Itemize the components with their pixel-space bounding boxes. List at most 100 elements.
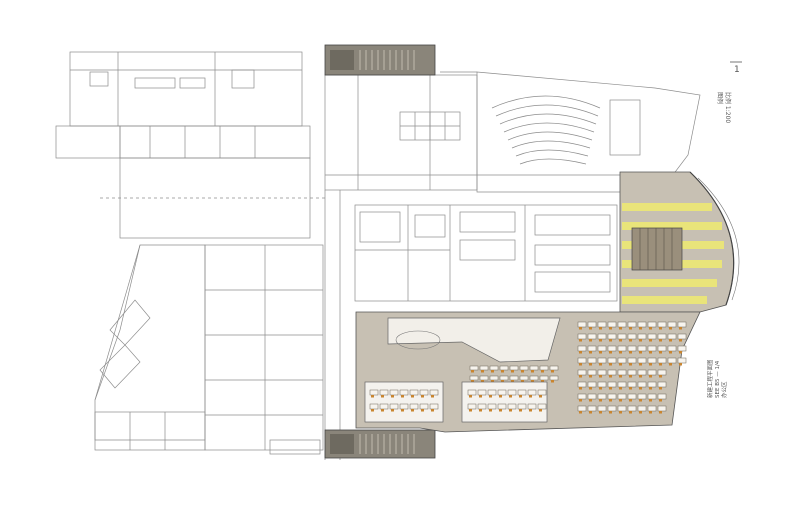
desk: [577, 405, 587, 412]
chair: [579, 387, 582, 390]
chair: [521, 380, 524, 383]
chair: [629, 327, 632, 330]
chair: [609, 327, 612, 330]
chair: [589, 351, 592, 354]
west-entry-room: [55, 125, 121, 159]
desk: [617, 369, 627, 376]
chair: [619, 375, 622, 378]
chair: [629, 387, 632, 390]
desk: [667, 345, 677, 352]
north-arrow-icon: 1: [730, 61, 742, 75]
auditorium: [440, 71, 701, 193]
desk: [637, 369, 647, 376]
desk: [499, 365, 509, 371]
chair: [639, 375, 642, 378]
central-lounge: [387, 317, 561, 363]
chair: [599, 339, 602, 342]
desk: [577, 393, 587, 400]
desk: [509, 375, 519, 381]
desk: [657, 393, 667, 400]
chair: [639, 387, 642, 390]
chair: [431, 409, 434, 412]
chair: [639, 411, 642, 414]
chair: [659, 399, 662, 402]
desk: [467, 403, 477, 410]
chair: [551, 380, 554, 383]
chair: [519, 395, 522, 398]
desk: [399, 389, 409, 396]
desk: [617, 381, 627, 388]
chair: [521, 370, 524, 373]
chair: [501, 370, 504, 373]
workroom-left: [364, 381, 444, 423]
desk: [637, 393, 647, 400]
chair: [489, 395, 492, 398]
chair: [421, 409, 424, 412]
desk: [627, 393, 637, 400]
desk: [577, 381, 587, 388]
chair: [371, 395, 374, 398]
desk: [587, 345, 597, 352]
chair: [659, 339, 662, 342]
desk: [477, 389, 487, 396]
desk: [577, 369, 587, 376]
chair: [431, 395, 434, 398]
chair: [401, 395, 404, 398]
desk: [587, 393, 597, 400]
desk: [647, 321, 657, 328]
chair: [609, 387, 612, 390]
chair: [471, 370, 474, 373]
desk: [577, 345, 587, 352]
chair: [491, 380, 494, 383]
desk: [519, 365, 529, 371]
chair: [519, 409, 522, 412]
desk: [537, 389, 547, 396]
chair: [589, 411, 592, 414]
desk-rows-east: [577, 321, 687, 414]
chair: [619, 351, 622, 354]
desk: [497, 389, 507, 396]
stair-core-bottom: [324, 429, 436, 459]
desk: [627, 357, 637, 364]
desk: [489, 365, 499, 371]
desk: [627, 369, 637, 376]
desk: [399, 403, 409, 410]
desk: [409, 403, 419, 410]
desk: [429, 389, 439, 396]
chair: [619, 339, 622, 342]
chair: [649, 351, 652, 354]
desk: [519, 375, 529, 381]
chair: [421, 395, 424, 398]
chair: [501, 380, 504, 383]
chair: [371, 409, 374, 412]
chair: [579, 351, 582, 354]
desk: [597, 321, 607, 328]
desk: [637, 381, 647, 388]
desk: [369, 389, 379, 396]
desk: [489, 375, 499, 381]
chair: [649, 411, 652, 414]
desk-rows-middle: [469, 365, 559, 383]
desk: [517, 389, 527, 396]
chair: [599, 351, 602, 354]
chair: [589, 363, 592, 366]
desk: [487, 403, 497, 410]
desk: [597, 381, 607, 388]
desk: [539, 375, 549, 381]
chair: [579, 327, 582, 330]
west-lab-row: [119, 125, 311, 159]
desk: [627, 381, 637, 388]
desk: [539, 365, 549, 371]
chair: [531, 380, 534, 383]
desk: [677, 345, 687, 352]
chair: [629, 339, 632, 342]
desk: [477, 403, 487, 410]
chair: [469, 409, 472, 412]
chair: [511, 380, 514, 383]
chair: [411, 409, 414, 412]
desk: [497, 403, 507, 410]
chair: [589, 375, 592, 378]
chair: [629, 411, 632, 414]
desk: [617, 405, 627, 412]
west-bottom-rooms: [94, 411, 206, 451]
